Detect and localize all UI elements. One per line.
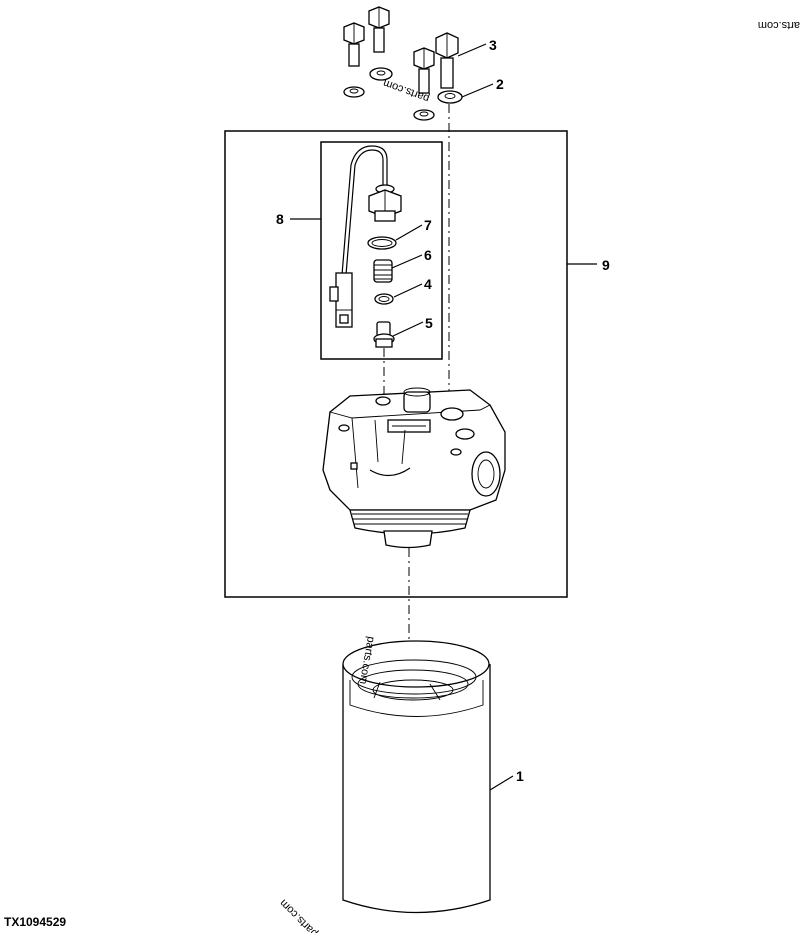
spring-6 [373,259,393,283]
callout-5: 5 [425,315,433,331]
callout-1: 1 [516,768,524,784]
figure-id: TX1094529 [4,915,66,929]
filter-head [322,387,506,511]
callout-7: 7 [424,217,432,233]
leader-5 [392,321,424,337]
callout-9: 9 [602,257,610,273]
assembly-box-8 [320,141,443,360]
callout-8: 8 [276,211,284,227]
filter-element [342,640,491,914]
bolt-left [343,22,365,98]
leader-7 [395,224,423,241]
leader-1 [489,775,514,791]
watermark-top-right: arts.com [758,19,800,31]
o-ring-4 [374,293,394,305]
leader-6 [391,254,423,269]
callout-4: 4 [424,276,432,292]
callout-2: 2 [496,76,504,92]
watermark-bottom: parts.com [277,897,320,933]
assembly-box-9 [224,130,568,598]
leader-3 [457,43,487,57]
sensor-connector [329,272,353,328]
sensor-nut [368,184,402,222]
bolt-front [435,32,459,89]
sensor-wire [341,145,388,276]
leader-2 [461,83,494,98]
filter-head-thread [349,509,471,549]
callout-6: 6 [424,247,432,263]
washer-front [437,90,463,104]
leader-4 [393,283,423,298]
bolt-back [413,47,435,121]
plunger-5 [373,321,395,348]
callout-3: 3 [489,37,497,53]
bolt-center [368,6,393,81]
o-ring-7 [367,236,397,250]
